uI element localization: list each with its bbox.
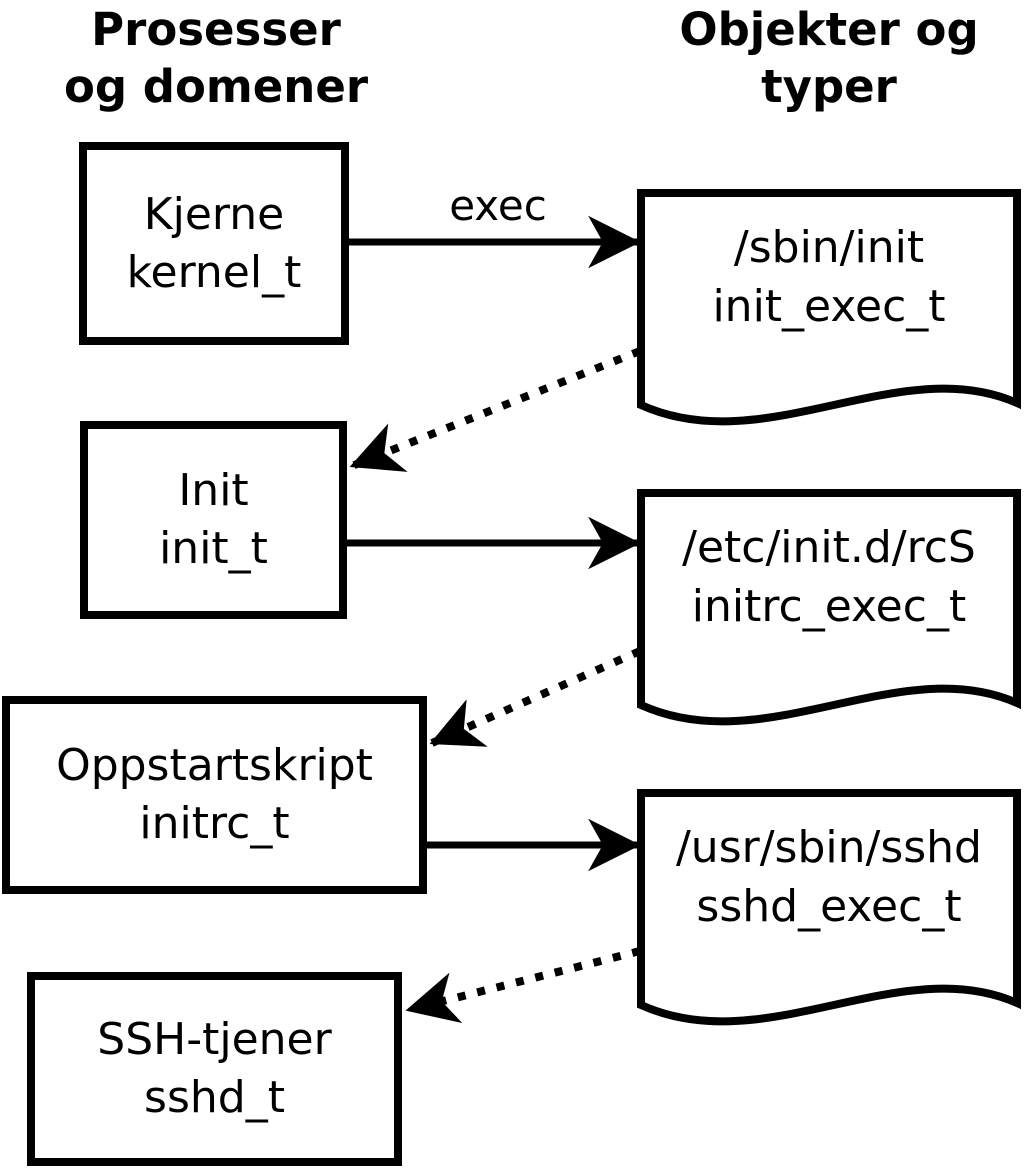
process-box-ssh-tjener: SSH-tjener sshd_t [27, 972, 402, 1166]
column-header-objects: Objekter og typer [658, 1, 1000, 115]
object-label-init-exec: /sbin/init init_exec_t [645, 218, 1013, 336]
process-name: Init [178, 465, 249, 516]
object-type: sshd_exec_t [696, 881, 962, 932]
process-name: Kjerne [143, 188, 285, 240]
process-box-init: Init init_t [80, 421, 347, 619]
object-type: initrc_exec_t [691, 581, 967, 632]
column-header-processes-line1: Prosesser [91, 3, 341, 56]
process-box-kjerne: Kjerne kernel_t [79, 142, 349, 345]
document-shape-init-exec [637, 189, 1021, 426]
transition-arrow-sshd-exec-to-sshd [405, 947, 641, 1024]
object-path: /sbin/init [733, 222, 925, 273]
object-path: /etc/init.d/rcS [682, 522, 976, 573]
object-label-initrc-exec: /etc/init.d/rcS initrc_exec_t [645, 518, 1013, 636]
column-header-objects-line2: typer [761, 60, 897, 113]
process-name: SSH-tjener [97, 1014, 332, 1065]
process-box-oppstartskript: Oppstartskript initrc_t [2, 696, 427, 894]
document-shape-initrc-exec [637, 489, 1021, 726]
process-domain-type: sshd_t [144, 1072, 285, 1123]
object-type: init_exec_t [712, 281, 946, 332]
object-path: /usr/sbin/sshd [675, 822, 982, 873]
transition-arrow-initrc-exec-to-initrc [429, 647, 642, 747]
column-header-processes-line2: og domener [63, 60, 369, 113]
column-header-objects-line1: Objekter og [679, 3, 979, 56]
process-domain-type: kernel_t [126, 246, 302, 298]
document-shape-sshd-exec [637, 789, 1021, 1026]
transition-arrow-init-exec-to-init [349, 347, 642, 472]
process-domain-type: init_t [159, 523, 268, 574]
process-name: Oppstartskript [56, 740, 373, 791]
object-label-sshd-exec: /usr/sbin/sshd sshd_exec_t [645, 818, 1013, 936]
column-header-processes: Prosesser og domener [45, 1, 387, 115]
process-domain-type: initrc_t [139, 798, 290, 849]
arrow-label-exec: exec [449, 181, 547, 230]
